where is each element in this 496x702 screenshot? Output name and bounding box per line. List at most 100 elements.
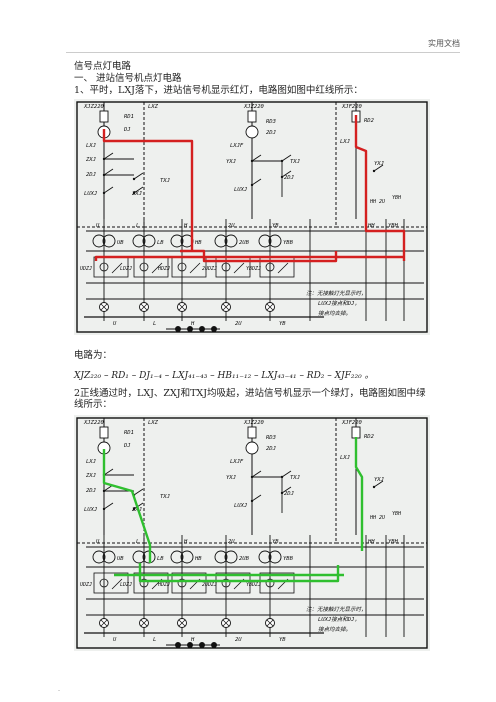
diagram-label: 2DJ xyxy=(284,491,294,497)
diagram-label: ZXJ xyxy=(85,473,96,479)
transformer-coil xyxy=(102,234,116,248)
transformer-coil xyxy=(180,550,194,564)
diagram-label: YXJ xyxy=(374,161,384,167)
dzj-label: 2UDZJ xyxy=(202,266,217,272)
wire xyxy=(103,468,114,476)
dzj-coil xyxy=(177,578,187,588)
contact-point xyxy=(102,191,106,195)
note-line: 注：无接触灯光显示时， xyxy=(306,606,367,613)
header-rule xyxy=(66,52,460,53)
paragraph-item-1: 1、平时，LXJ落下，进站信号机显示红灯，电路图如图中红线所示： xyxy=(74,85,363,96)
transformer-coil xyxy=(170,550,184,564)
circuit-label: 电路为： xyxy=(74,350,113,361)
lamp-label: YB xyxy=(279,637,286,643)
diagram-label: ZXJ xyxy=(131,507,142,513)
wire xyxy=(281,470,292,478)
contact-point xyxy=(132,191,136,195)
bus-label: 2U xyxy=(228,539,235,545)
dzj-coil xyxy=(99,262,109,272)
transformer-coil xyxy=(132,234,146,248)
bus-label: HH 2U xyxy=(369,515,385,521)
page-header: 实用文档 xyxy=(428,39,460,48)
wire xyxy=(222,619,230,627)
green-path-a xyxy=(102,449,152,563)
fuse-rd1 xyxy=(99,426,109,439)
wire xyxy=(103,168,114,176)
contact-point xyxy=(250,499,254,503)
transformer-label: YBB xyxy=(283,556,294,562)
dzj-relay-box xyxy=(133,572,169,594)
bus-label: 2U xyxy=(228,223,235,229)
circuit-diagram-green: XJZ220RD1DJLXJXJZ220RD32DJLXJFXJF220RD2L… xyxy=(74,415,430,651)
wire xyxy=(100,619,108,627)
signal-head-light xyxy=(175,642,181,648)
diagram-label: 2DJ xyxy=(86,488,96,494)
transformer-coil xyxy=(102,550,116,564)
wire xyxy=(140,303,148,311)
top-label: 2DJ xyxy=(266,446,276,452)
note-line: LUXJ接点和DJ， xyxy=(318,616,360,623)
contact-point xyxy=(132,507,136,511)
dzj-label: LDZJ xyxy=(120,266,132,272)
fuse-rd1 xyxy=(99,110,109,123)
top-label: RD3 xyxy=(266,119,276,125)
lamp-label: YB xyxy=(279,321,286,327)
fuse-rd3 xyxy=(247,110,257,123)
diagram-label: ZXJ xyxy=(131,191,142,197)
diagram-label: YXJ xyxy=(226,159,236,165)
paragraph-item-2: 2正线通过时，LXJ、ZXJ和TXJ均吸起，进站信号机显示一个绿灯，电路图如图中… xyxy=(74,388,426,410)
transformer-label: HB xyxy=(194,556,202,562)
wire xyxy=(222,303,230,311)
dzj-coil xyxy=(139,262,149,272)
transformer-coil xyxy=(170,234,184,248)
wire xyxy=(373,164,384,172)
transformer-label: YBB xyxy=(283,240,294,246)
contact-point xyxy=(102,507,106,511)
top-label: XJF220 xyxy=(341,420,363,426)
transformer-label: UB xyxy=(117,240,124,246)
contact-point xyxy=(132,177,136,181)
diagram-label: LUXJ xyxy=(234,187,247,193)
dzj-label: UDZJ xyxy=(80,266,92,272)
note-line: 接点均去掉。 xyxy=(318,310,351,317)
wire xyxy=(133,502,144,510)
top-label: RD2 xyxy=(364,434,375,440)
lamp-label: H xyxy=(190,321,195,327)
section-heading: 一、 进站信号机点灯电路 xyxy=(74,73,182,84)
wire xyxy=(251,178,262,186)
wire xyxy=(251,154,262,162)
green-path-c xyxy=(354,437,364,551)
top-label: LXJ xyxy=(86,459,96,465)
circuit-formula: XJZ₂₂₀ – RD₁ – DJ₁₋₄ – LXJ₄₁₋₄₃ – HB₁₁₋₁… xyxy=(74,371,374,381)
lamp-label: H xyxy=(190,637,195,643)
top-label: LXJF xyxy=(230,459,244,465)
fuse-rd2 xyxy=(351,426,361,439)
diagram-label: YXJ xyxy=(226,475,236,481)
diagram-label: TXJ xyxy=(290,159,300,165)
contact-point xyxy=(372,169,376,173)
transformer-coil xyxy=(214,550,228,564)
bus-label: YBH xyxy=(392,195,402,201)
signal-head-light xyxy=(187,326,193,332)
diagram-label: TXJ xyxy=(290,475,300,481)
transformer-coil xyxy=(258,234,272,248)
top-label: XJZ220 xyxy=(243,104,265,110)
transformer-coil xyxy=(92,550,106,564)
transformer-coil xyxy=(92,234,106,248)
transformer-label: UB xyxy=(117,556,124,562)
bus-label: L xyxy=(136,539,139,545)
bus-label: YBH xyxy=(388,539,399,545)
signal-head-light xyxy=(211,326,217,332)
bus-label: HH xyxy=(367,223,375,229)
lamp-label: U xyxy=(113,321,117,327)
top-label: RD1 xyxy=(124,114,134,120)
wire xyxy=(251,494,262,502)
signal-head-light xyxy=(199,642,205,648)
wire xyxy=(178,619,186,627)
wire xyxy=(100,303,108,311)
bus-label: HH xyxy=(367,539,375,545)
signal-head-light xyxy=(211,642,217,648)
signal-head-light xyxy=(187,642,193,648)
diagram-label: TXJ xyxy=(160,178,170,184)
bus-label: HH 2U xyxy=(369,199,385,205)
